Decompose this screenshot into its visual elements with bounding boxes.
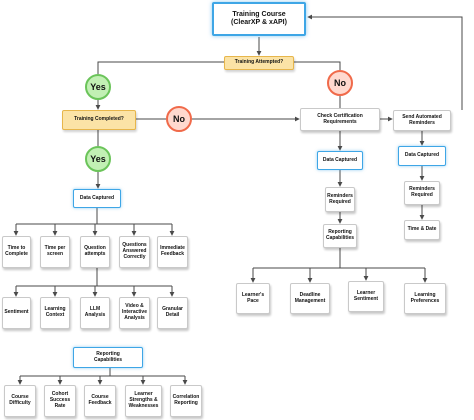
data-captured-node: Data Captured xyxy=(73,189,121,208)
reminders-data-captured-node: Data Captured xyxy=(398,146,446,166)
sentiment-node: Sentiment xyxy=(2,297,31,329)
yes-attempted-circle: Yes xyxy=(85,74,111,100)
time-and-date-node: Time & Date xyxy=(404,220,440,240)
no-attempted-circle: No xyxy=(327,70,353,96)
training-attempted-decision: Training Attempted? xyxy=(224,56,294,70)
no-completed-circle: No xyxy=(166,106,192,132)
training-course-node: Training Course(ClearXP & xAPI) xyxy=(212,2,306,36)
training-completed-decision: Training Completed? xyxy=(62,110,136,130)
yes-completed-circle: Yes xyxy=(85,146,111,172)
cert-data-captured-node: Data Captured xyxy=(317,151,363,170)
